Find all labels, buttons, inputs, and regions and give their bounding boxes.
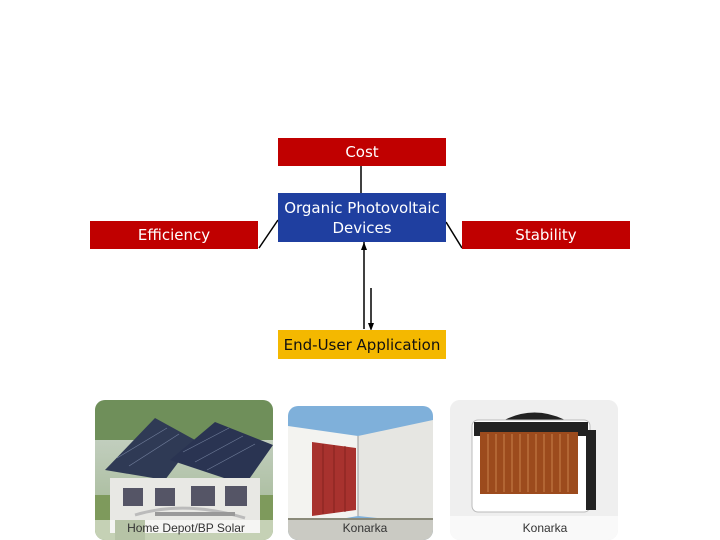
opv-node: Organic Photovoltaic Devices [278,193,446,242]
efficiency-node: Efficiency [90,221,258,249]
cost-label: Cost [345,143,379,161]
stability-label: Stability [515,226,577,244]
building-facade-photo [288,406,433,540]
cost-node: Cost [278,138,446,166]
photo-caption-3: Konarka [522,521,568,535]
photo-caption-1: Home Depot/BP Solar [127,521,245,535]
solar-bag-photo [450,400,618,540]
house-solar-photo [95,400,273,540]
stability-node: Stability [462,221,630,249]
application-node: End-User Application [278,330,446,359]
photo-caption-2: Konarka [342,521,388,535]
opv-label: Organic Photovoltaic Devices [284,198,440,237]
efficiency-label: Efficiency [137,226,211,244]
application-label: End-User Application [283,335,441,354]
